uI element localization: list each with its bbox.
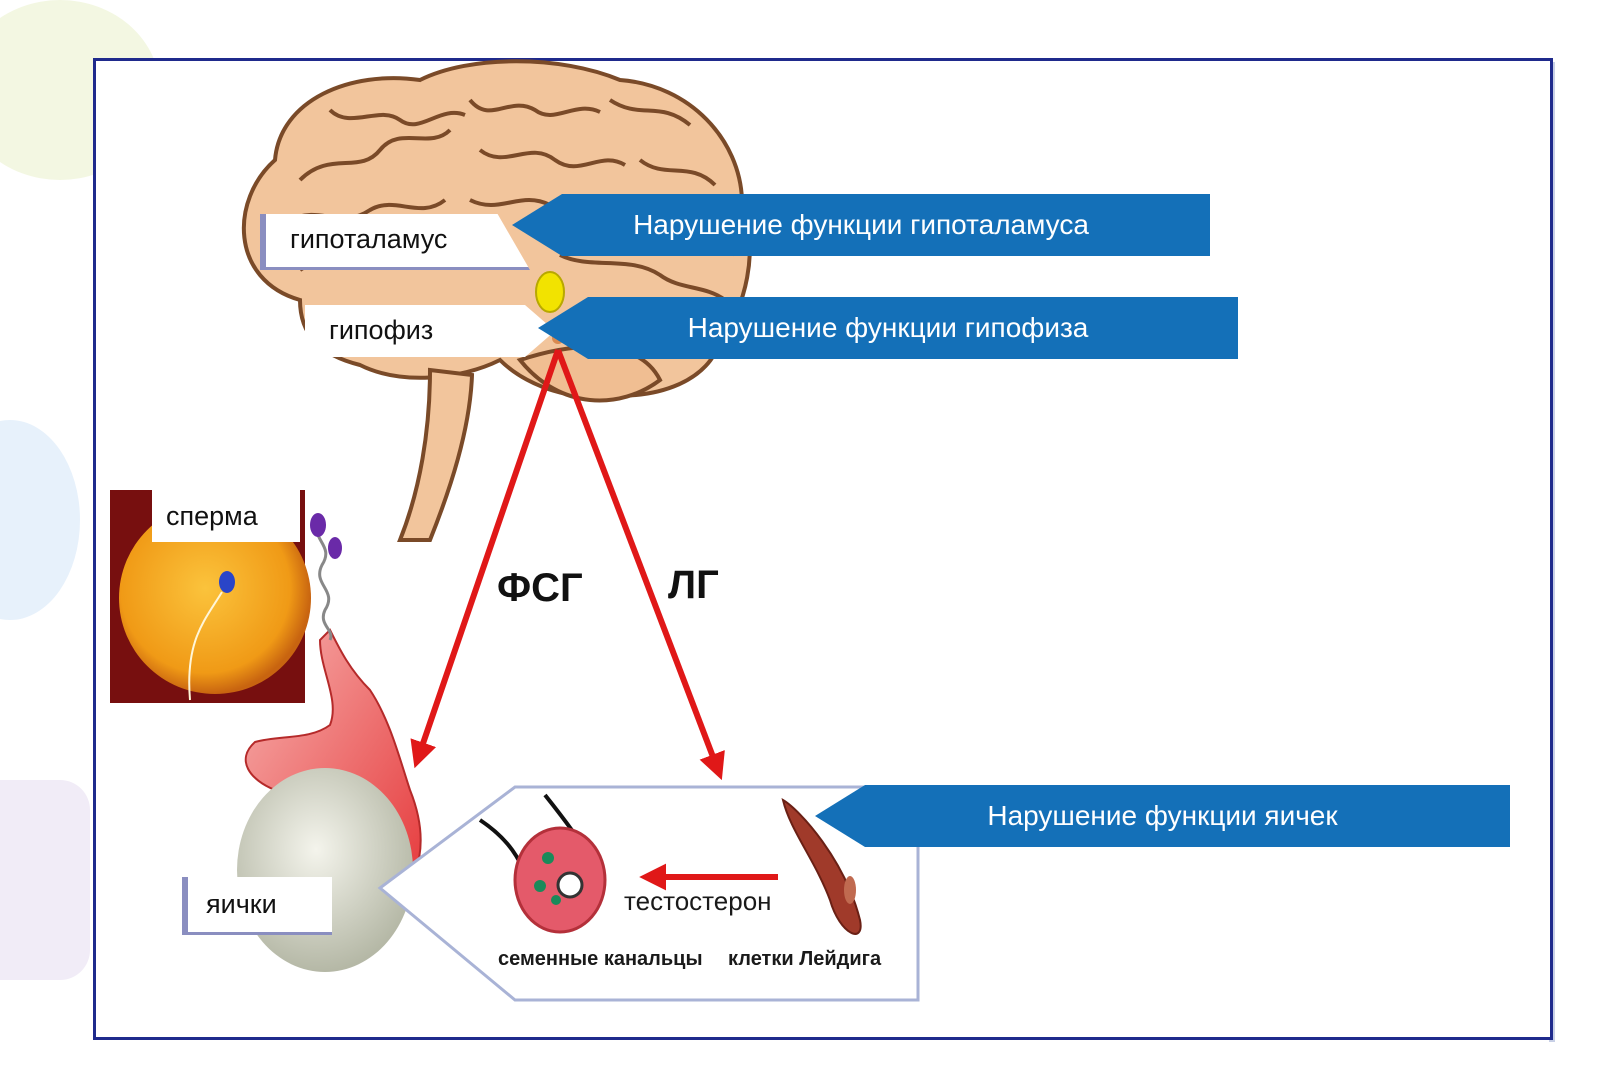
hypothalamus-label: гипоталамус <box>260 214 530 270</box>
hypothalamus-dysfunction-banner: Нарушение функции гипоталамуса <box>512 194 1210 256</box>
fsh-arrow <box>410 349 561 769</box>
background-blob <box>0 780 90 980</box>
sperm-head <box>219 571 235 593</box>
testes-label: яички <box>182 877 332 935</box>
pituitary-dysfunction-banner: Нарушение функции гипофиза <box>538 297 1238 359</box>
lh-label: ЛГ <box>668 563 719 607</box>
lh-arrow <box>555 348 725 781</box>
tubules-label: семенные канальцы <box>498 948 703 970</box>
testis <box>237 768 413 972</box>
leydig-cell <box>781 797 862 935</box>
fsh-label: ФСГ <box>497 566 583 610</box>
hypothalamus-marker <box>535 271 565 313</box>
testosterone-label: тестостерон <box>624 886 772 916</box>
testes-dysfunction-banner: Нарушение функции яичек <box>815 785 1510 847</box>
testis-zoom-callout <box>377 785 920 1002</box>
sperm-label: сперма <box>152 490 300 542</box>
leydig-label: клетки Лейдига <box>728 948 882 970</box>
pituitary-label: гипофиз <box>305 305 555 357</box>
